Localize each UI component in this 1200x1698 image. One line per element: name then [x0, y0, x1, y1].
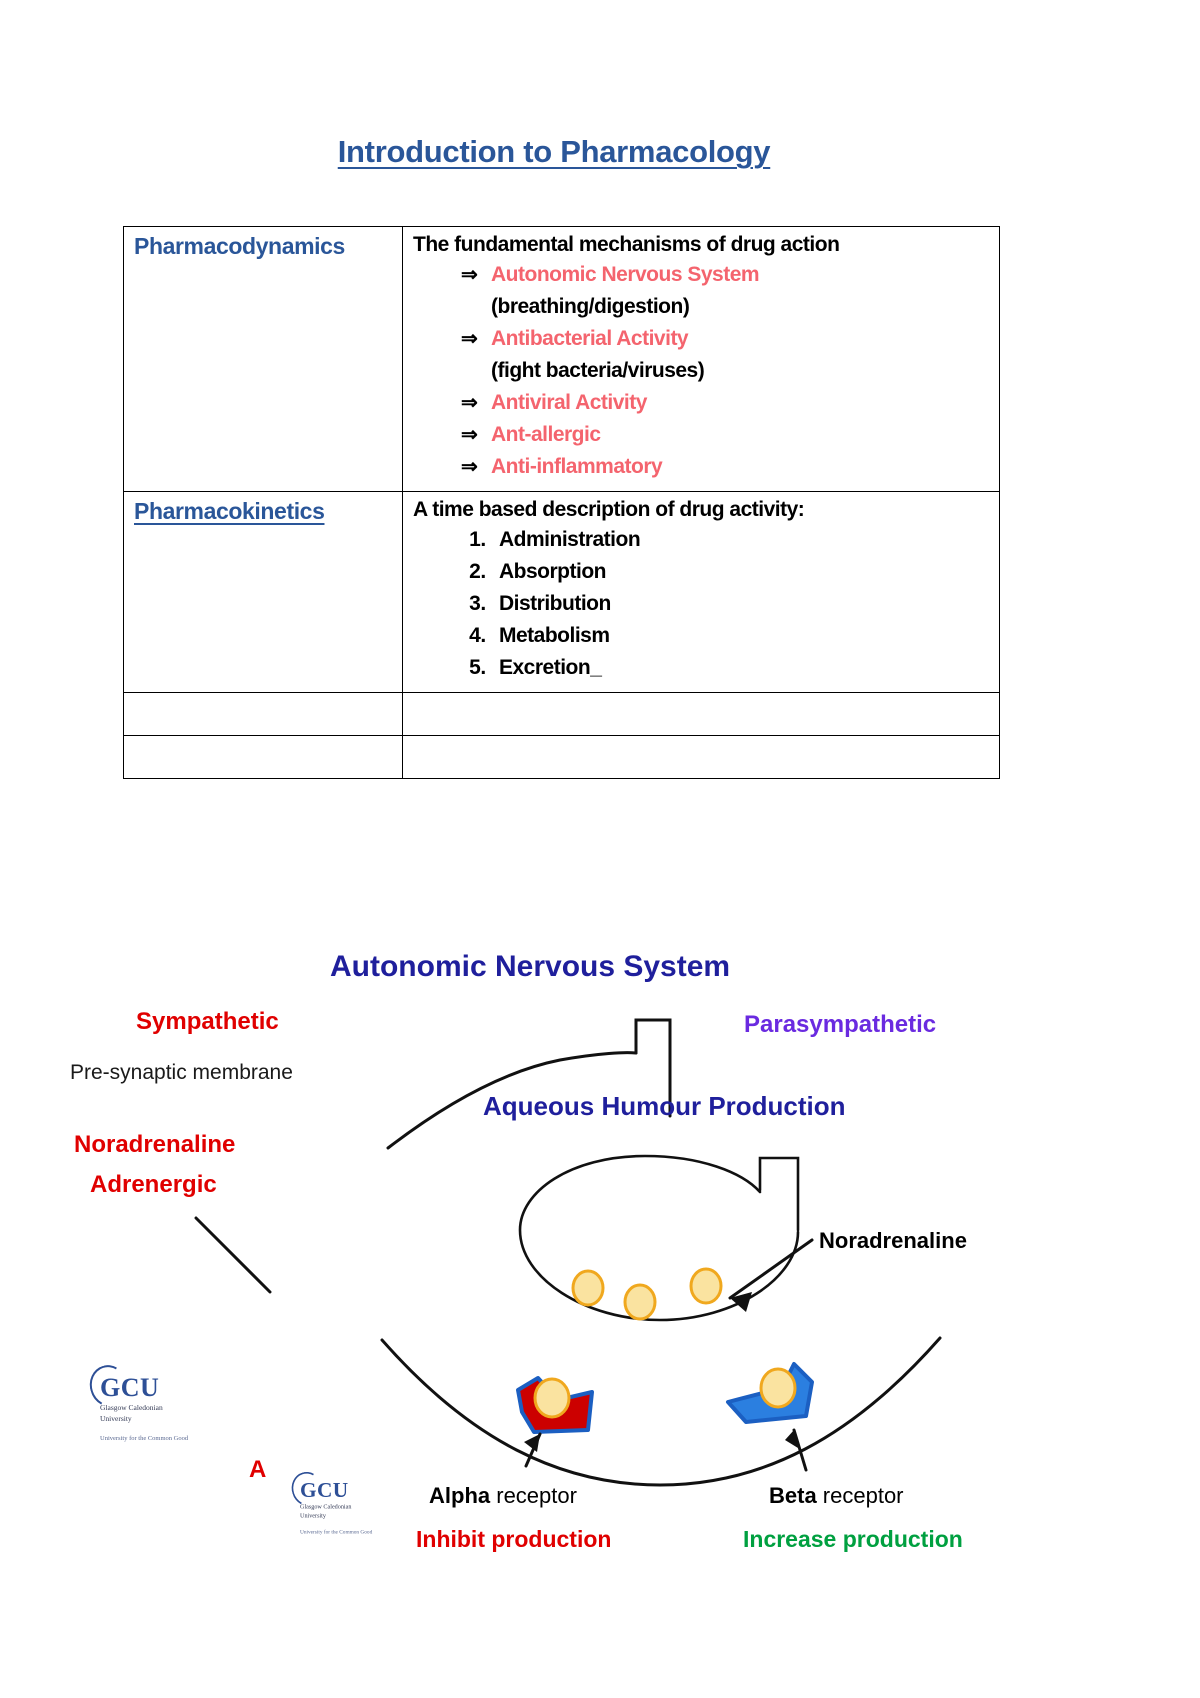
vesicle-3	[689, 1267, 723, 1305]
label-aqueous-humour-production: Aqueous Humour Production	[483, 1091, 846, 1121]
gcu-logo-name-line2: University	[100, 1414, 132, 1423]
gcu-logo-tagline: University for the Common Good	[100, 1435, 189, 1442]
diagram-title: Autonomic Nervous System	[330, 950, 731, 983]
table-cell-empty	[402, 735, 1000, 779]
term-pharmacodynamics: Pharmacodynamics	[134, 233, 345, 259]
label-beta-receptor: Beta receptor	[769, 1485, 904, 1507]
beta-receptor-plain-part: receptor	[816, 1483, 904, 1508]
list-item: Antiviral Activity	[461, 387, 991, 419]
gcu-logo-name-line1: Glasgow Caledonian	[300, 1502, 352, 1511]
beta-receptor-bold-part: Beta	[769, 1483, 817, 1508]
table-cell-empty	[123, 735, 403, 779]
beta-pointer-line	[792, 1428, 808, 1472]
synaptic-vesicle-body	[518, 1154, 800, 1322]
term-pharmacokinetics: Pharmacokinetics	[134, 498, 325, 524]
list-item: Anti-inflammatory	[461, 451, 991, 483]
pharmacokinetics-list: Administration Absorption Distribution M…	[413, 524, 991, 684]
beta-bound-vesicle	[759, 1367, 797, 1409]
label-parasympathetic: Parasympathetic	[744, 1011, 937, 1038]
gcu-logo-mark: GCU	[100, 1373, 160, 1402]
pre-synaptic-notch	[634, 1018, 672, 1118]
table-cell-empty	[123, 692, 403, 736]
pharmacodynamics-list: Autonomic Nervous System (breathing/dige…	[413, 259, 991, 483]
autonomic-nervous-system-diagram: Autonomic Nervous System Sympathetic Par…	[0, 900, 1200, 1698]
annotation-a-marker: A	[249, 1456, 267, 1483]
list-item: Administration	[491, 524, 991, 556]
gcu-logo-primary: GCU Glasgow Caledonian University Univer…	[84, 1360, 230, 1442]
table-cell-body: The fundamental mechanisms of drug actio…	[402, 226, 1000, 492]
table-row: Pharmacokinetics A time based descriptio…	[123, 491, 1000, 693]
list-item: Antibacterial Activity	[461, 323, 991, 355]
vesicle-1	[571, 1269, 605, 1307]
label-sympathetic: Sympathetic	[136, 1008, 279, 1035]
label-adrenergic: Adrenergic	[90, 1171, 217, 1198]
label-alpha-receptor: Alpha receptor	[429, 1485, 577, 1507]
table-cell-term: Pharmacodynamics	[123, 226, 403, 492]
pre-synaptic-arc	[386, 1051, 638, 1150]
alpha-pointer-head	[524, 1434, 540, 1452]
vesicle-2	[623, 1283, 657, 1321]
gcu-logo-mark: GCU	[300, 1478, 349, 1503]
gcu-logo-name-line1: Glasgow Caledonian	[100, 1403, 163, 1412]
table-row-empty	[123, 735, 1000, 779]
list-item: Distribution	[491, 588, 991, 620]
noradrenaline-arrow-head	[730, 1292, 752, 1312]
list-item: Ant-allergic	[461, 419, 991, 451]
list-item: Autonomic Nervous System	[461, 259, 991, 291]
gcu-logo-name-line2: University	[300, 1511, 326, 1520]
table-row: Pharmacodynamics The fundamental mechani…	[123, 226, 1000, 492]
table-row-empty	[123, 692, 1000, 736]
list-item: Excretion_	[491, 652, 991, 684]
gcu-logo-tagline: University for the Common Good	[300, 1529, 373, 1535]
table-cell-term: Pharmacokinetics	[123, 491, 403, 693]
diagram-strokes	[194, 1018, 942, 1487]
list-item: Absorption	[491, 556, 991, 588]
alpha-receptor-bold-part: Alpha	[429, 1483, 491, 1508]
table-cell-body: A time based description of drug activit…	[402, 491, 1000, 693]
vesicle-notch	[758, 1156, 800, 1232]
label-pre-synaptic-membrane: Pre-synaptic membrane	[70, 1061, 293, 1084]
label-noradrenaline-sympathetic: Noradrenaline	[74, 1131, 236, 1158]
page-title: Introduction to Pharmacology	[337, 134, 771, 169]
list-item: Metabolism	[491, 620, 991, 652]
post-synaptic-membrane	[380, 1336, 942, 1487]
beta-pointer-head	[785, 1430, 798, 1448]
sympathetic-axon-line	[194, 1216, 272, 1294]
body-heading: A time based description of drug activit…	[413, 498, 805, 521]
label-noradrenaline-vesicle: Noradrenaline	[819, 1228, 967, 1253]
alpha-bound-vesicle	[533, 1377, 571, 1419]
list-item: (breathing/digestion)	[491, 295, 690, 318]
noradrenaline-arrow-line	[728, 1238, 814, 1300]
gcu-logo-secondary: GCU Glasgow Caledonian University Univer…	[287, 1467, 407, 1535]
label-increase-production: Increase production	[743, 1526, 963, 1552]
body-heading: The fundamental mechanisms of drug actio…	[413, 233, 840, 256]
table-cell-empty	[402, 692, 1000, 736]
list-item: (fight bacteria/viruses)	[491, 359, 705, 382]
label-inhibit-production: Inhibit production	[416, 1526, 612, 1552]
alpha-receptor-plain-part: receptor	[490, 1483, 577, 1508]
pharmacology-table: Pharmacodynamics The fundamental mechani…	[123, 226, 1000, 779]
